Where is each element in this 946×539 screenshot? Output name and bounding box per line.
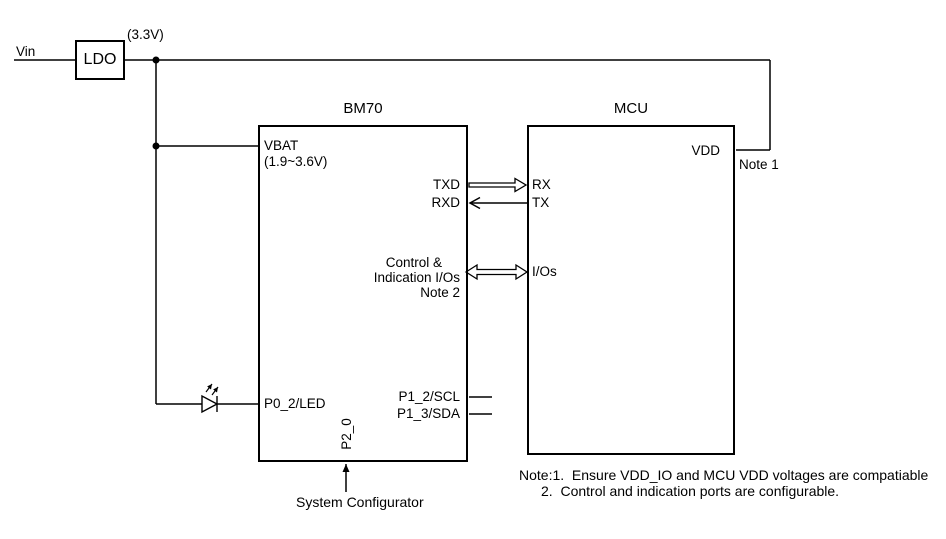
p2-0-pin-label: P2_0 <box>339 418 354 450</box>
ios-pin-label: I/Os <box>532 264 557 279</box>
junction-dot-rail <box>152 56 160 64</box>
control-indication-label-line2: Indication I/Os <box>373 270 460 285</box>
p0-2-led-pin-label: P0_2/LED <box>264 396 326 411</box>
txd-rx-arrow <box>468 177 528 193</box>
rail-voltage-label: (3.3V) <box>127 27 164 42</box>
ldo-label: LDO <box>83 51 117 68</box>
mcu-title: MCU <box>613 100 649 117</box>
control-indication-label-line1: Control & <box>385 255 442 270</box>
control-indication-note2-label: Note 2 <box>420 285 460 300</box>
led-icon <box>201 383 219 414</box>
p1-2-scl-pin-label: P1_2/SCL <box>398 389 460 404</box>
vbat-pin-label: VBAT <box>264 138 299 153</box>
vdd-pin-label: VDD <box>691 143 720 158</box>
system-configurator-label: System Configurator <box>296 494 424 510</box>
ldo-box: LDO <box>75 40 125 80</box>
footnote-line2: 2. Control and indication ports are conf… <box>541 483 840 499</box>
junction-dot-vbat <box>152 142 160 150</box>
rxd-pin-label: RXD <box>431 195 460 210</box>
vbat-range-label: (1.9~3.6V) <box>264 154 328 169</box>
p1-3-sda-pin-label: P1_3/SDA <box>396 406 460 421</box>
txd-pin-label: TXD <box>433 177 460 192</box>
footnote-line1: Note:1. Ensure VDD_IO and MCU VDD voltag… <box>519 467 929 483</box>
ios-double-arrow <box>464 263 529 281</box>
rxd-arrowhead <box>468 196 481 210</box>
tx-pin-label: TX <box>532 195 550 210</box>
bm70-box <box>258 125 468 462</box>
vdd-note1-label: Note 1 <box>739 157 779 172</box>
mcu-box <box>527 125 735 455</box>
bm70-title: BM70 <box>343 100 383 117</box>
vin-label: Vin <box>16 44 36 59</box>
rx-pin-label: RX <box>532 177 551 192</box>
